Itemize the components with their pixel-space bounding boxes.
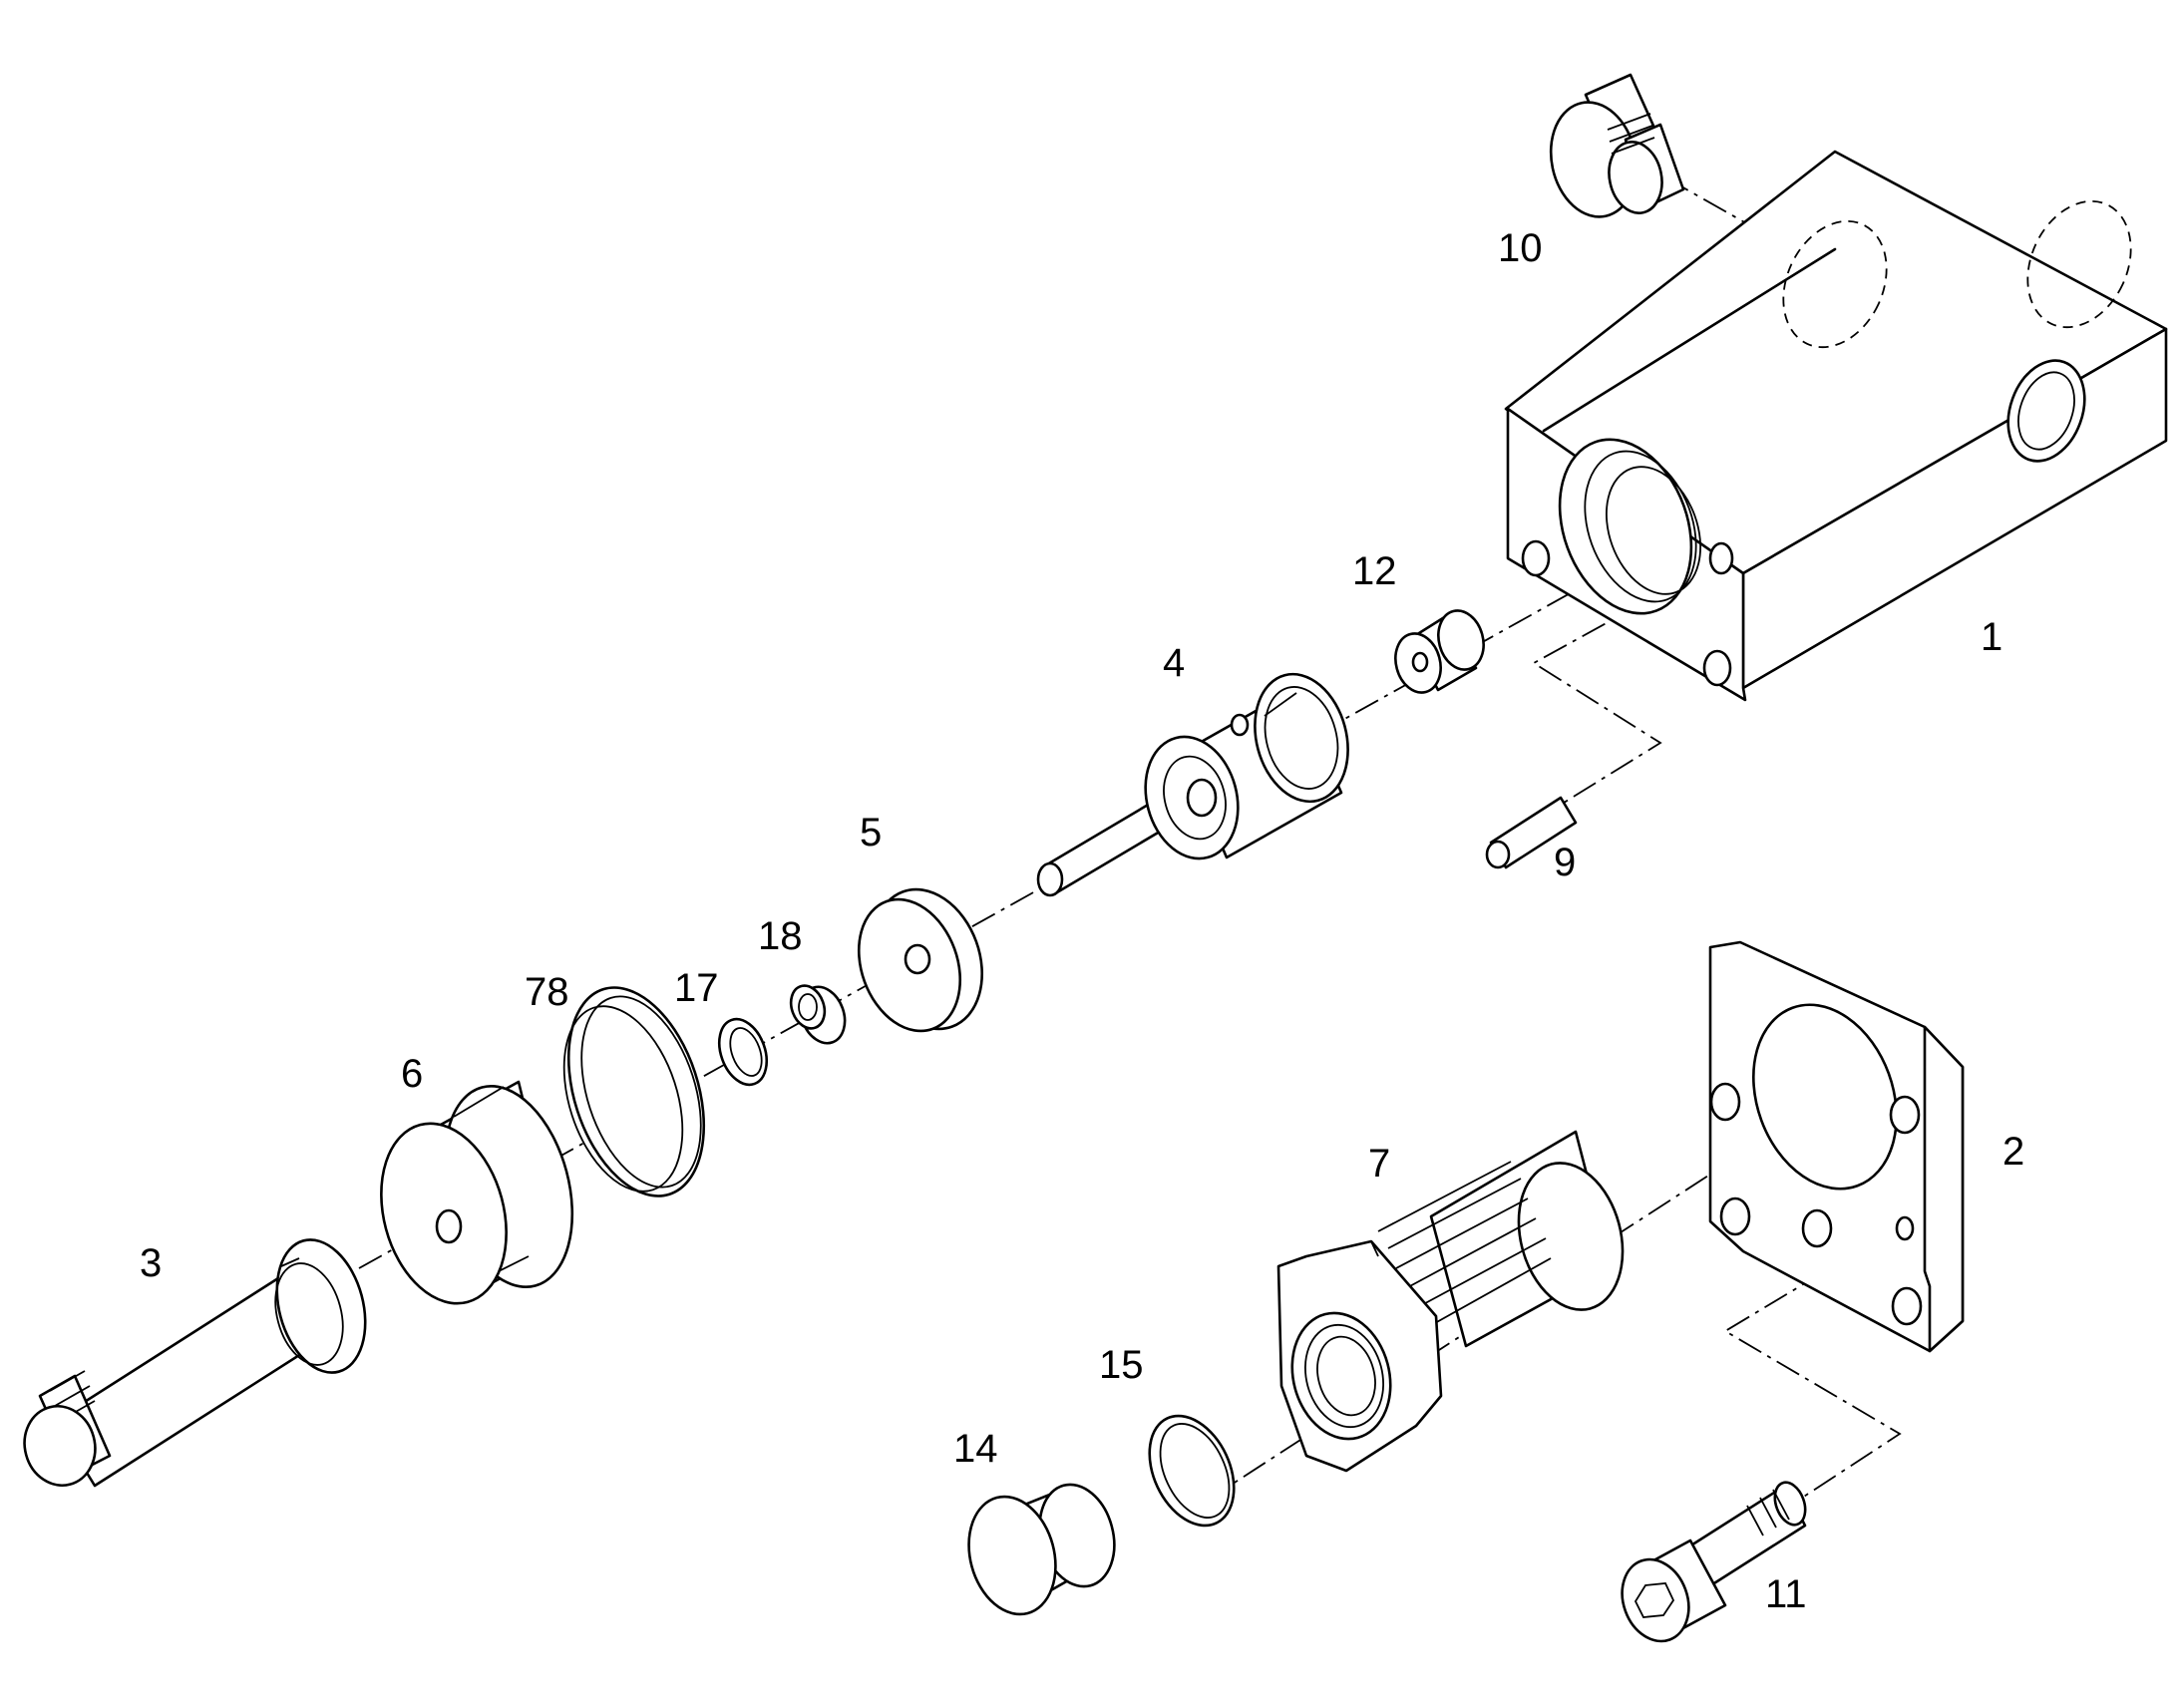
callout-labels: 1 2 3 4 5 6 7 9 10 11 12 14 15 17 18 78 <box>140 226 2024 1616</box>
part-78-large-ring <box>562 986 706 1197</box>
callout-2: 2 <box>2002 1130 2024 1174</box>
callout-14: 14 <box>953 1427 998 1471</box>
part-10-plug <box>1549 73 1685 218</box>
callout-15: 15 <box>1099 1343 1144 1387</box>
part-14-cap <box>967 1483 1116 1616</box>
part-15-snap-ring <box>1148 1414 1236 1528</box>
callout-18: 18 <box>758 914 803 958</box>
callout-4: 4 <box>1163 641 1185 685</box>
callout-9: 9 <box>1554 841 1576 884</box>
callout-12: 12 <box>1352 549 1397 593</box>
part-5-disc <box>857 887 984 1033</box>
part-7-adjustment-nut <box>1276 1130 1625 1473</box>
part-11-cap-screw <box>1621 1481 1807 1643</box>
callout-6: 6 <box>401 1052 423 1096</box>
callout-17: 17 <box>674 966 719 1010</box>
part-18-bushing <box>789 984 847 1045</box>
callout-3: 3 <box>140 1241 162 1285</box>
callout-5: 5 <box>860 811 882 854</box>
part-2-flange-plate <box>1708 940 1965 1353</box>
part-1-valve-body <box>1504 150 2168 702</box>
part-9-pin <box>1485 796 1578 869</box>
part-6-piston <box>380 1080 574 1305</box>
callout-11: 11 <box>1765 1572 1807 1616</box>
part-17-ring <box>717 1017 769 1087</box>
part-4-spool <box>1036 672 1349 897</box>
callout-7: 7 <box>1368 1142 1390 1186</box>
callout-1: 1 <box>1981 615 2002 659</box>
callout-10: 10 <box>1498 226 1543 270</box>
part-12-threaded-insert <box>1394 609 1485 694</box>
callout-78: 78 <box>525 970 569 1014</box>
part-3-piston-rod <box>23 1238 367 1488</box>
